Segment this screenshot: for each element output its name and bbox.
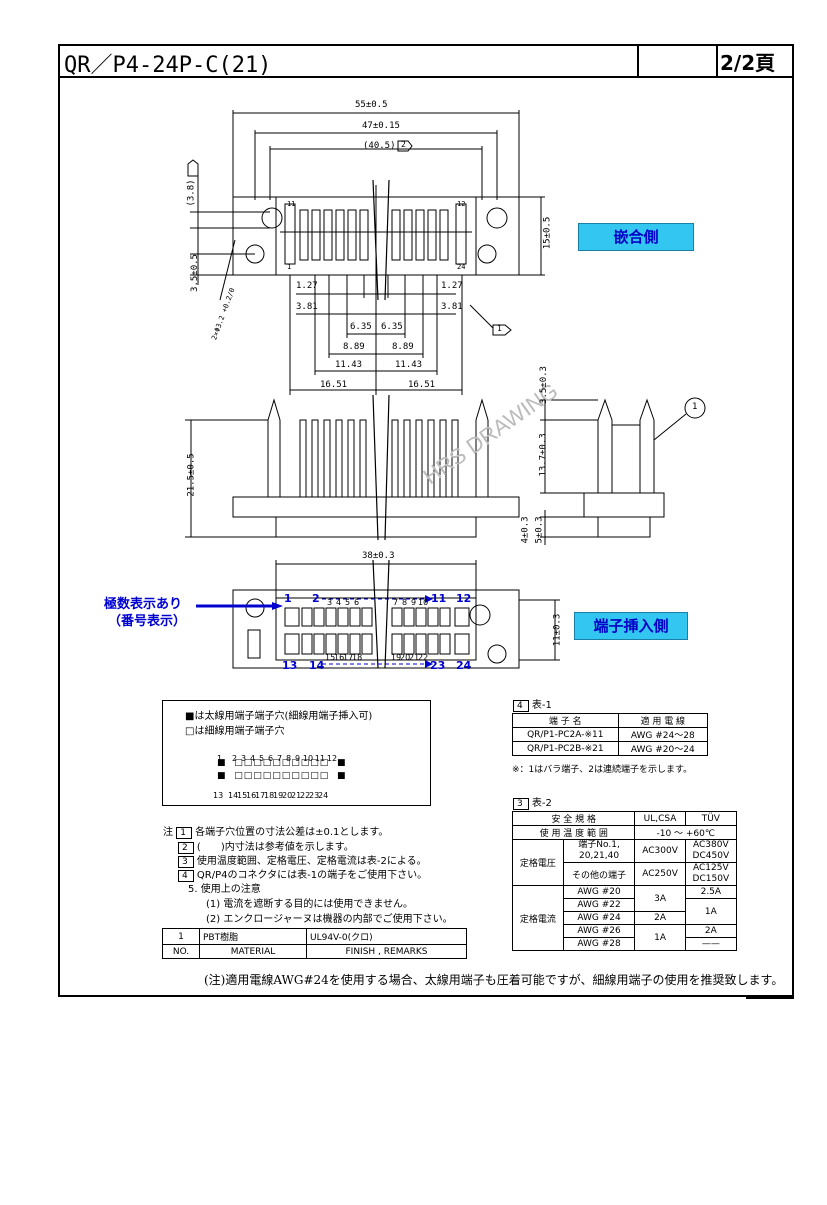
pin-label-11: 11 <box>431 592 447 605</box>
pin-label-12: 12 <box>456 592 472 605</box>
pin-label-1: 1 <box>284 592 292 605</box>
dim-p4: 3.81 <box>441 302 463 312</box>
pin-mark-12: 12 <box>457 200 466 208</box>
table1-title: 4 表-1 <box>513 696 552 712</box>
dim-p12: 16.51 <box>408 380 436 390</box>
page-number: 2/2頁 <box>720 51 776 75</box>
table1-footnote: ※：1はバラ端子、2は連続端子を示します。 <box>512 765 693 775</box>
legend-bottom-squares: ■ □□□□□□□□□□ ■ <box>217 771 347 781</box>
material-table: 1 PBT樹脂 UL94V-0(クロ) NO. MATERIAL FINISH … <box>162 928 467 959</box>
dim-p7: 8.89 <box>343 342 365 352</box>
table1-header-1: 端 子 名 <box>512 713 619 728</box>
dim-h-top: 3.5±0.3 <box>538 366 549 404</box>
frame-corner-mark <box>746 995 794 999</box>
table2-title: 3 表-2 <box>513 794 552 810</box>
mount-hole-right-2 <box>477 244 497 264</box>
pin-mark-11: 11 <box>287 200 296 208</box>
dim-p5: 6.35 <box>350 322 372 332</box>
dim-p6: 6.35 <box>381 322 403 332</box>
top-view-pins <box>280 203 472 265</box>
pin-label-24: 24 <box>456 659 472 672</box>
dim-h-b1: 4±0.3 <box>520 516 531 544</box>
note-2: 2 ( )内寸法は参考値を示します。 <box>178 838 354 854</box>
note-5a: (1) 電流を遮断する目的には使用できません。 <box>206 899 414 910</box>
drawing-title: QR／P4-24P-C(21) <box>64 53 272 78</box>
technical-drawing: HRS DRAWING <box>185 110 706 669</box>
dim-ref: (40.5) <box>363 141 396 151</box>
dim-p1: 1.27 <box>296 281 318 291</box>
polarity-callout: 極数表示あり <box>104 597 183 612</box>
note-3: 3 使用温度範囲、定格電圧、定格電流は表-2による。 <box>178 852 427 868</box>
dim-h-total: 21.5±0.5 <box>186 453 197 497</box>
pin-label-2: 2 <box>312 592 320 605</box>
balloon-1-label: 1 <box>692 402 698 412</box>
dim-ref-note: 2 <box>401 140 406 149</box>
dim-p10: 11.43 <box>395 360 423 370</box>
title-divider-1 <box>637 44 639 78</box>
insertion-side-badge: 端子挿入側 <box>574 612 688 640</box>
pin-label-14: 14 <box>309 659 325 672</box>
pin-label-13: 13 <box>282 659 298 672</box>
title-divider-2 <box>716 44 718 78</box>
bottom-view <box>232 559 560 669</box>
dim-p8: 8.89 <box>392 342 414 352</box>
dim-bottom-height: 11±0.3 <box>552 613 563 647</box>
dim-overall: 55±0.5 <box>355 100 388 110</box>
mating-side-badge: 嵌合側 <box>578 223 694 251</box>
polarity-callout-sub: （番号表示） <box>108 614 187 629</box>
pin-mark-24: 24 <box>457 263 466 271</box>
note-4: 4 QR/P4のコネクタには表-1の端子をご使用下さい。 <box>178 866 427 882</box>
dim-p11: 16.51 <box>320 380 348 390</box>
dim-pitch-outer: 47±0.15 <box>362 121 400 131</box>
dim-p2: 1.27 <box>441 281 463 291</box>
dim-h-b2: 5±0.3 <box>534 516 545 544</box>
note-1: 注 1 各端子穴位置の寸法公差は±0.1とします。 <box>163 827 389 839</box>
pin-label-23: 23 <box>430 659 446 672</box>
legend-line-2: □は細線用端子端子穴 <box>185 726 285 737</box>
table1-header-2: 適 用 電 線 <box>617 713 709 728</box>
note-5b: (2) エンクロージャーヌは機器の内部でご使用下さい。 <box>206 914 453 925</box>
note-5: 5. 使用上の注意 <box>188 884 261 895</box>
dim-h-mid: 13.7±0.3 <box>538 433 549 477</box>
legend-top-squares: ■ □□□□□□□□□□ ■ <box>217 758 347 768</box>
dim-left-small: 3.5±0.5 <box>189 254 200 292</box>
mount-hole-left <box>261 207 283 229</box>
mount-hole-right <box>486 207 508 229</box>
footer-note: (注)適用電線AWG#24を使用する場合、太線用端子も圧着可能ですが、細線用端子… <box>204 973 784 987</box>
side-view <box>185 394 706 545</box>
dim-bottom-width: 38±0.3 <box>362 551 395 561</box>
dim-height: 15±0.5 <box>542 216 553 250</box>
note-tag-1: 1 <box>497 324 502 333</box>
balloon-1 <box>684 397 706 419</box>
dim-ref-left: (3.8) <box>186 179 197 207</box>
dim-p3: 3.81 <box>296 302 318 312</box>
title-bar <box>58 44 794 78</box>
legend-line-1: ■は太線用端子端子穴(細線用端子挿入可) <box>185 711 373 722</box>
pin-mark-1: 1 <box>287 263 292 271</box>
dim-p9: 11.43 <box>335 360 363 370</box>
